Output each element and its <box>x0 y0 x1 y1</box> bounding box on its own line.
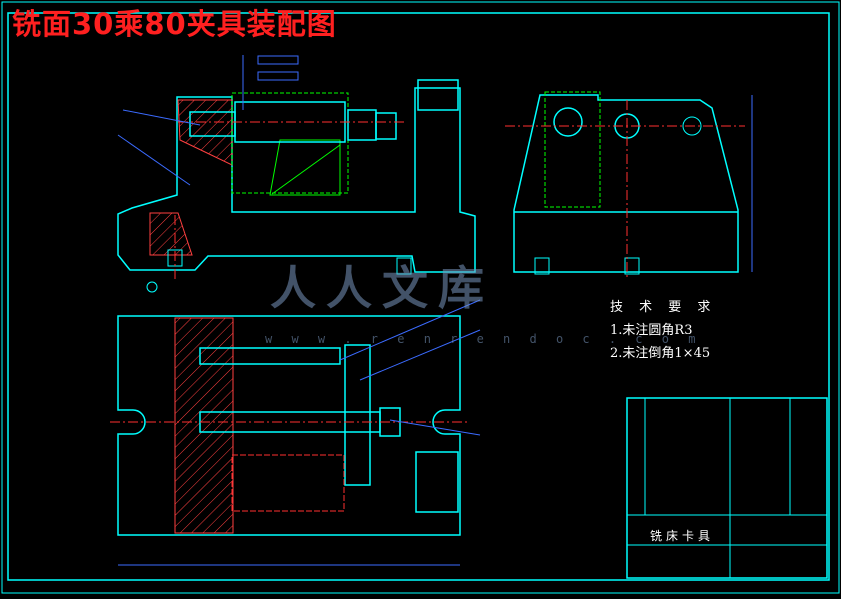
front-datum-symbol <box>146 281 158 293</box>
front-clamp-top <box>417 79 459 111</box>
top-leader-1 <box>339 299 481 361</box>
front-view-body <box>117 87 476 273</box>
front-view-support <box>269 139 341 196</box>
support-diagonal <box>271 144 341 195</box>
top-screw-upper <box>199 347 341 365</box>
front-label-box-2 <box>257 71 299 81</box>
title-block <box>626 397 828 579</box>
front-screw-head <box>189 111 236 137</box>
front-leader-2 <box>117 134 191 186</box>
front-handle <box>347 109 377 141</box>
front-view <box>117 55 476 293</box>
front-leader-1 <box>122 109 201 126</box>
front-foot-right <box>396 257 412 275</box>
front-view-hatch <box>177 99 233 166</box>
side-hole-small <box>682 116 702 136</box>
front-nut <box>375 112 397 140</box>
side-green-part <box>544 91 601 208</box>
watermark-text: 人人文库 <box>270 261 494 315</box>
top-view-hatch <box>174 317 234 534</box>
side-foot-left <box>534 257 550 275</box>
top-leader-3 <box>389 419 481 436</box>
side-foot-right <box>624 257 640 275</box>
front-label-box-1 <box>257 55 299 65</box>
top-leader-2 <box>359 329 481 381</box>
title-block-frame <box>626 397 828 579</box>
side-view <box>505 91 753 280</box>
front-view-hatch-bottom <box>149 212 193 256</box>
inner-frame <box>7 12 830 581</box>
title-block-drawing-name: 铣床卡具 <box>650 529 715 543</box>
top-clamp-arm <box>344 344 371 486</box>
technical-requirements-heading: 技 术 要 求 <box>610 300 717 315</box>
top-red-part <box>231 454 345 512</box>
front-view-green-block <box>231 92 349 194</box>
watermark-url: w w w . r e n r e n d o c . c o m <box>265 332 702 346</box>
drawing-title: 铣面30乘80夹具装配图 <box>12 7 337 41</box>
technical-requirement-1: 1.未注圆角R3 <box>610 323 693 338</box>
top-view-body <box>117 315 461 536</box>
technical-requirement-2: 2.未注倒角1×45 <box>610 346 711 361</box>
side-clamp-head <box>553 107 583 137</box>
side-view-body <box>513 94 739 273</box>
top-view <box>110 299 481 566</box>
top-clamp-block <box>415 451 459 513</box>
